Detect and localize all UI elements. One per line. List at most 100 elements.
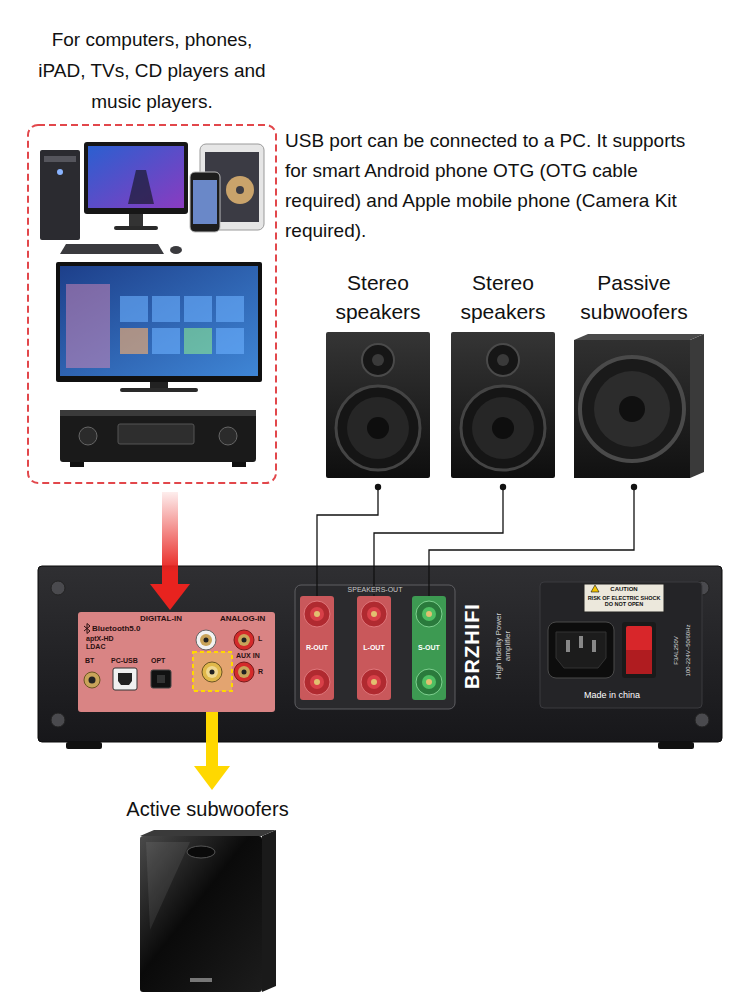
port-label: PC-USB [111, 657, 145, 665]
rca-jack [234, 630, 254, 650]
pc-tower [40, 150, 80, 240]
binding-post [304, 601, 330, 627]
woofer [336, 386, 420, 470]
iec-socket [548, 622, 614, 678]
screen-figure [128, 170, 154, 204]
mouse [170, 246, 182, 254]
warning-triangle [591, 585, 599, 592]
binding-post-cap [310, 675, 324, 689]
rca-jack-core [238, 666, 250, 678]
binding-post [416, 601, 442, 627]
binding-post-pin [426, 611, 432, 617]
panel-label: Bluetooth5.0 [92, 624, 148, 633]
subwoofer-top [574, 334, 704, 340]
cd-foot [70, 462, 84, 467]
binding-post [304, 669, 330, 695]
node-label: Active subwoofers [110, 796, 305, 822]
woofer-cap [367, 417, 389, 439]
node-label: Stereo speakers [447, 268, 559, 326]
keyboard [60, 244, 164, 254]
node-label: R-OUT [300, 644, 334, 652]
foot [658, 742, 694, 749]
binding-post [361, 601, 387, 627]
tv-figure [66, 284, 110, 368]
binding-post-pin [426, 679, 432, 685]
subwoofer-cone [594, 371, 670, 447]
dashed-frame [28, 125, 276, 483]
power-panel: Made in chinaCAUTIONRISK OF ELECTRIC SHO… [540, 582, 702, 708]
binding-post-pin [314, 679, 320, 685]
channel-label: L [258, 635, 268, 643]
iec-pin [566, 640, 570, 652]
binding-post-cap [367, 607, 381, 621]
speaker: Stereo speakers [447, 268, 559, 482]
active-sub-side [262, 830, 276, 992]
monitor-screen [88, 146, 184, 208]
active-sub-top [140, 830, 276, 836]
binding-post-pin [371, 611, 377, 617]
power-panel-fill [540, 582, 702, 708]
tv-screen [60, 266, 258, 376]
subwoofer-cap [619, 396, 645, 422]
node-label: High fidelity Power amplifier [494, 609, 512, 683]
cd-knob [79, 427, 97, 445]
node-label: S-OUT [412, 644, 446, 652]
node-label: Passive subwoofers [564, 268, 704, 326]
warning-text: CAUTION [599, 586, 649, 593]
pc-drive [44, 156, 76, 162]
tv-base [120, 388, 198, 392]
active-subwoofer: Active subwoofers [110, 796, 305, 992]
binding-post-cap [310, 607, 324, 621]
cd-player-top [60, 410, 256, 416]
speaker: Stereo speakers [322, 268, 434, 482]
tweeter [487, 344, 519, 376]
logo-plate [190, 978, 212, 982]
cd-foot [232, 462, 246, 467]
binding-post [361, 669, 387, 695]
tv-tile [184, 296, 212, 322]
source-devices-box: For computers, phones, iPAD, TVs, CD pla… [28, 24, 276, 486]
binding-post-pin [314, 611, 320, 617]
terminal-block: R-OUT [300, 596, 334, 700]
foot [66, 742, 102, 749]
amplifier-back [38, 566, 722, 742]
cd-display [118, 424, 194, 444]
node-label: ANALOG-IN [220, 614, 272, 623]
cd-knob [219, 427, 237, 445]
rca-jack-core [238, 634, 250, 646]
input-panel: DIGITAL-INANALOG-INBluetooth5.0aptX-HDLD… [78, 612, 275, 712]
sub-out-highlight [193, 652, 232, 691]
speaker-cabinet [326, 332, 430, 478]
optical-port [151, 670, 171, 688]
rating-text: 100-224V~50/60Hz [685, 617, 692, 683]
subwoofer-driver [580, 357, 684, 461]
speaker-wire [317, 487, 378, 596]
node-label: DIGITAL-IN [140, 614, 196, 623]
tv-tile [152, 328, 180, 354]
rca-jack-pin [242, 670, 247, 675]
node-label: BRZHIFI [460, 598, 484, 694]
signal-arrow [206, 712, 218, 766]
rca-jack [202, 662, 222, 682]
rating-text: F3AL250V [673, 625, 680, 675]
wire-dot [631, 484, 637, 490]
screw [695, 713, 709, 727]
monitor-base [114, 226, 158, 230]
rca-jack-core [206, 666, 218, 678]
note-text: USB port can be connected to a PC. It su… [285, 126, 710, 246]
monitor-stand [129, 214, 143, 226]
warning-text: RISK OF ELECTRIC SHOCK DO NOT OPEN [587, 595, 661, 608]
tv-tile [120, 328, 148, 354]
rca-jack [234, 662, 254, 682]
port-label: AUX IN [236, 652, 270, 660]
input-panel-fill [78, 612, 275, 712]
optical-port-inner [157, 675, 165, 683]
iec-pin [592, 640, 596, 652]
pc-light [57, 169, 63, 175]
signal-arrow [162, 492, 178, 584]
node-label: For computers, phones, iPAD, TVs, CD pla… [28, 24, 276, 117]
binding-post-cap [422, 675, 436, 689]
binding-post [416, 669, 442, 695]
active-sub-front [140, 836, 262, 992]
